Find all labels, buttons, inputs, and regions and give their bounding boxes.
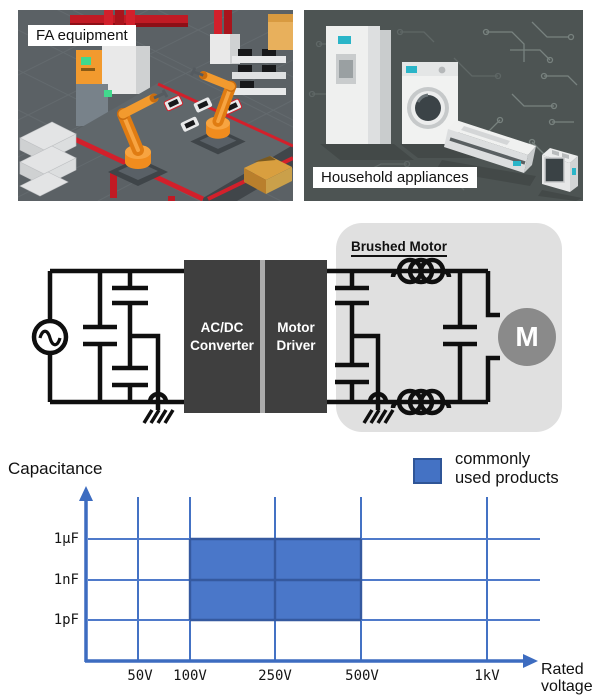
inductor-icon xyxy=(390,388,452,416)
fa-equipment-illustration xyxy=(18,10,293,201)
y-tick-label: 1nF xyxy=(53,572,79,588)
motor-icon xyxy=(498,308,556,366)
product-stack xyxy=(232,49,286,95)
air-conditioner-icon xyxy=(444,120,536,173)
y-axis-arrow-icon xyxy=(79,486,93,501)
inductor-icon xyxy=(390,257,452,285)
household-appliances-panel: Household appliances xyxy=(304,10,583,201)
robot-arm-icon xyxy=(108,89,169,186)
ac-source-icon xyxy=(31,318,69,356)
motor-symbol: M xyxy=(515,321,539,352)
x-tick-label: 50V xyxy=(127,668,153,684)
fa-equipment-panel: FA equipment xyxy=(18,10,293,201)
x-axis-arrow-icon xyxy=(523,654,538,668)
capacitor-icon xyxy=(83,324,117,347)
legend-swatch xyxy=(413,458,442,484)
capacitor-icon xyxy=(335,285,369,306)
capacitance-voltage-chart xyxy=(79,486,540,668)
robot-arm-icon xyxy=(190,67,246,155)
capacitor-icon xyxy=(112,365,148,388)
y-tick-label: 1pF xyxy=(53,612,79,628)
block-separator xyxy=(260,260,265,413)
pallet-stack xyxy=(19,121,77,197)
fa-equipment-label: FA equipment xyxy=(28,25,136,47)
acdc-converter-label: AC/DC Converter xyxy=(190,319,254,353)
workpieces xyxy=(163,95,243,132)
acdc-converter-block xyxy=(184,260,260,413)
x-tick-label: 250V xyxy=(258,668,292,684)
legend-label: commonly used products xyxy=(455,450,559,487)
y-axis-title: Capacitance xyxy=(8,459,103,478)
y-tick-label: 1µF xyxy=(53,531,79,547)
capacitor-icon xyxy=(443,324,477,347)
x-tick-label: 100V xyxy=(173,668,207,684)
ground-icon xyxy=(142,409,175,424)
capacitor-icon xyxy=(335,362,369,385)
circuit-diagram xyxy=(31,223,562,432)
wires xyxy=(47,268,500,410)
ground-icon xyxy=(362,409,395,424)
circuit-traces-light xyxy=(482,21,578,157)
axes xyxy=(84,499,528,663)
x-axis-title: Rated voltage xyxy=(541,661,593,695)
motor-driver-block xyxy=(265,260,327,413)
cardboard-boxes xyxy=(244,14,293,194)
brushed-motor-label: Brushed Motor xyxy=(351,239,447,257)
refrigerator-icon xyxy=(326,26,391,144)
x-tick-label: 1kV xyxy=(474,668,500,684)
motor-driver-label: Motor Driver xyxy=(276,319,316,353)
household-appliances-label: Household appliances xyxy=(313,167,477,189)
grid-lines-over-region xyxy=(188,537,363,622)
assembly-machine xyxy=(76,34,240,126)
x-tick-label: 500V xyxy=(345,668,379,684)
capacitor-icon xyxy=(112,285,148,306)
microwave-icon xyxy=(542,148,578,192)
